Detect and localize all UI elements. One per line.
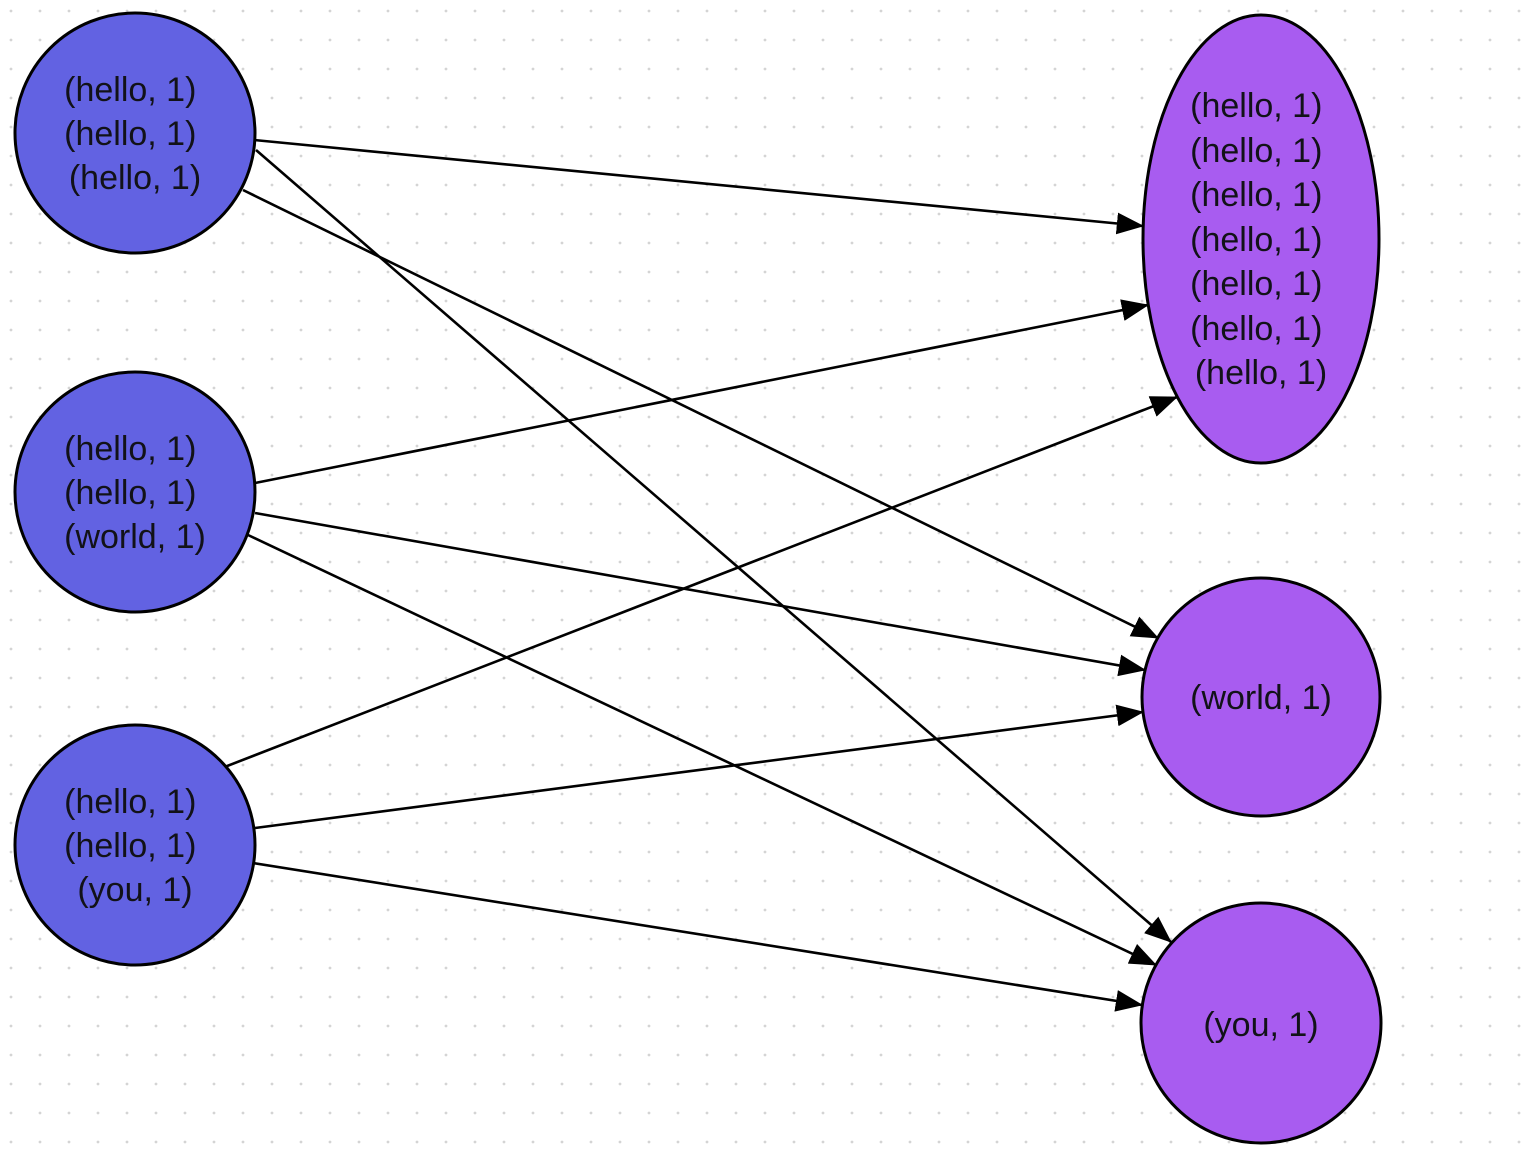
node-label-line: (hello, 1) bbox=[1195, 354, 1327, 392]
edge-map2-to-reduce-world bbox=[254, 511, 1147, 677]
edge-map2-to-reduce-hello bbox=[254, 299, 1150, 485]
node-label-line: (hello, 1) bbox=[1190, 176, 1322, 214]
node-label-line: (world, 1) bbox=[64, 518, 206, 556]
node-label-line: (you, 1) bbox=[77, 871, 192, 909]
reduce-node-hello-ellipse bbox=[1141, 13, 1381, 465]
edge-map2-to-reduce-you bbox=[247, 533, 1157, 967]
reduce-node-hello-label: (hello, 1) (hello, 1) (hello, 1) (hello,… bbox=[1190, 87, 1332, 392]
edge-map3-to-reduce-you bbox=[252, 861, 1144, 1012]
edge-map3-to-reduce-world bbox=[254, 704, 1145, 830]
map-node-3: (hello, 1) (hello, 1) (you, 1) bbox=[13, 723, 257, 967]
edge-map1-to-reduce-world bbox=[242, 188, 1159, 640]
reduce-node-you: (you, 1) bbox=[1139, 901, 1383, 1145]
map-node-2-label: (hello, 1) (hello, 1) (world, 1) bbox=[64, 430, 206, 556]
reduce-node-you-label: (you, 1) bbox=[1203, 1006, 1318, 1044]
node-label-line: (hello, 1) bbox=[1190, 265, 1322, 303]
reduce-node-you-circle bbox=[1139, 901, 1383, 1145]
map-node-1-circle bbox=[13, 11, 257, 255]
node-label-line: (world, 1) bbox=[1190, 679, 1332, 717]
map-node-1: (hello, 1) (hello, 1) (hello, 1) bbox=[13, 11, 257, 255]
edges bbox=[221, 138, 1179, 1012]
reduce-node-hello: (hello, 1) (hello, 1) (hello, 1) (hello,… bbox=[1141, 13, 1381, 465]
map-node-2: (hello, 1) (hello, 1) (world, 1) bbox=[13, 370, 257, 614]
node-label-line: (hello, 1) bbox=[1190, 132, 1322, 170]
reduce-node-world-circle bbox=[1140, 576, 1382, 818]
node-label-line: (you, 1) bbox=[1203, 1006, 1318, 1044]
node-label-line: (hello, 1) bbox=[1190, 310, 1322, 348]
node-label-line: (hello, 1) bbox=[64, 783, 196, 821]
reduce-node-world: (world, 1) bbox=[1140, 576, 1382, 818]
edge-map3-to-reduce-hello bbox=[221, 395, 1179, 770]
map-node-3-circle bbox=[13, 723, 257, 967]
node-label-line: (hello, 1) bbox=[64, 827, 196, 865]
edge-map1-to-reduce-hello bbox=[253, 138, 1145, 235]
reduce-node-world-label: (world, 1) bbox=[1190, 679, 1332, 717]
node-label-line: (hello, 1) bbox=[69, 159, 201, 197]
node-label-line: (hello, 1) bbox=[64, 115, 196, 153]
node-label-line: (hello, 1) bbox=[64, 474, 196, 512]
node-label-line: (hello, 1) bbox=[1190, 221, 1322, 259]
node-label-line: (hello, 1) bbox=[64, 430, 196, 468]
map-node-2-circle bbox=[13, 370, 257, 614]
node-label-line: (hello, 1) bbox=[1190, 87, 1322, 125]
map-node-1-label: (hello, 1) (hello, 1) (hello, 1) bbox=[64, 71, 206, 197]
node-label-line: (hello, 1) bbox=[64, 71, 196, 109]
edge-map1-to-reduce-you bbox=[255, 149, 1172, 943]
map-node-3-label: (hello, 1) (hello, 1) (you, 1) bbox=[64, 783, 206, 909]
